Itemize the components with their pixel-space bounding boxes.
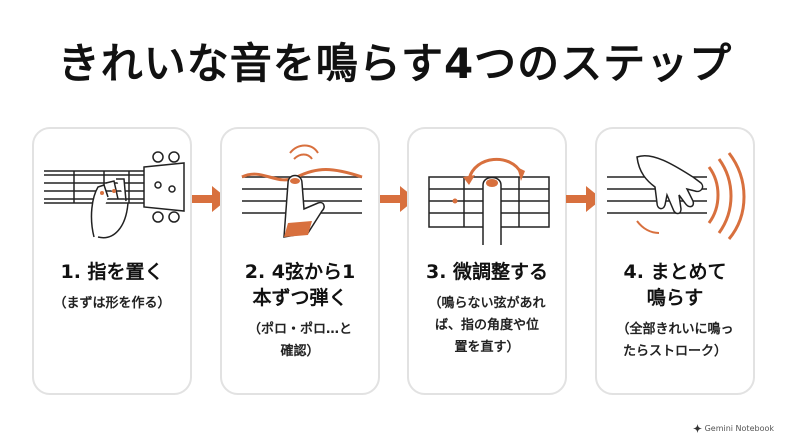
ukulele-neck-hand-icon (44, 151, 185, 239)
step-card-3: 3. 微調整する （鳴らない弦があれ ば、指の角度や位 置を直す） (407, 127, 567, 395)
step-card-4: 4. まとめて 鳴らす （全部きれいに鳴っ たらストローク） (595, 127, 755, 395)
step-card-2: 2. 4弦から1 本ずつ弾く （ポロ・ポロ…と 確認） (220, 127, 380, 395)
step-note: （全部きれいに鳴っ たらストローク） (616, 322, 734, 359)
arrow-right-icon (192, 186, 228, 212)
strum-hand-icon (607, 152, 746, 240)
pluck-string-icon (241, 144, 363, 238)
page-title: きれいな音を鳴らす4つのステップ (57, 39, 733, 88)
footer-brand-label: Gemini Notebook (704, 424, 774, 433)
step-title: 2. 4弦から1 本ずつ弾く (244, 261, 356, 309)
sparkle-logo-icon (692, 424, 702, 433)
step-title: 4. まとめて 鳴らす (623, 261, 727, 309)
adjust-finger-icon (428, 158, 550, 245)
step-title: 3. 微調整する (425, 261, 549, 283)
step-card-1: 1. 指を置く （まずは形を作る） (32, 127, 192, 395)
step-note: （まずは形を作る） (53, 296, 171, 311)
step-title: 1. 指を置く (60, 261, 164, 283)
step-note: （鳴らない弦があれ ば、指の角度や位 置を直す） (428, 296, 546, 355)
footer-brand: Gemini Notebook (692, 424, 774, 433)
step-note: （ポロ・ポロ…と 確認） (247, 322, 352, 359)
arrow-right-icon (566, 186, 602, 212)
